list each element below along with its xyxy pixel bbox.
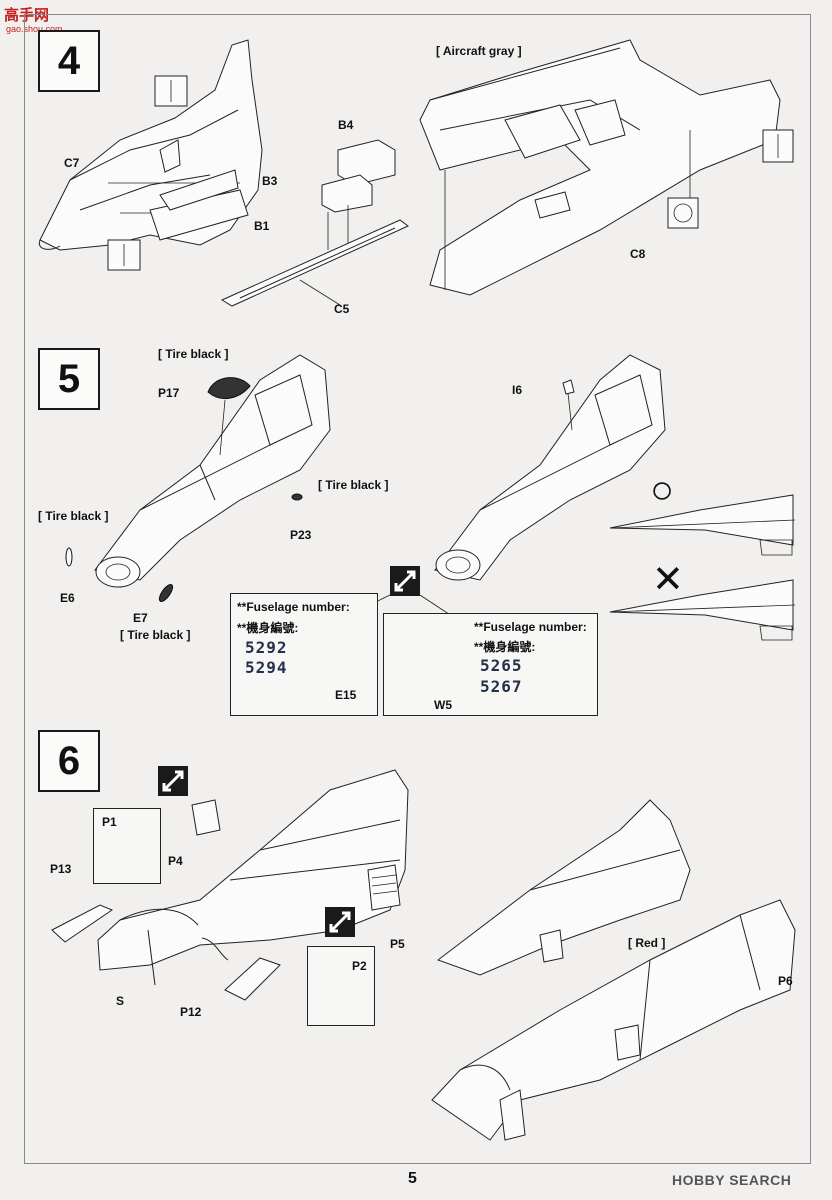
step5-nose-right bbox=[434, 354, 666, 581]
page-frame bbox=[24, 14, 811, 1164]
fuselage-number-title-cn: **機身編號: bbox=[237, 621, 299, 635]
fuselage-number: 5292 bbox=[245, 638, 288, 657]
label-p1: P1 bbox=[102, 815, 117, 829]
label-e15: E15 bbox=[335, 688, 357, 702]
label-p2: P2 bbox=[352, 959, 367, 973]
paint-note-tire-black: [ Tire black ] bbox=[120, 628, 191, 642]
fuselage-number-title: **Fuselage number: bbox=[474, 620, 587, 634]
paint-note-aircraft-gray: [ Aircraft gray ] bbox=[436, 44, 522, 58]
label-b4: B4 bbox=[338, 118, 354, 132]
label-c5: C5 bbox=[334, 302, 350, 316]
step-number-box: 5 bbox=[38, 348, 100, 410]
paint-note-tire-black: [ Tire black ] bbox=[38, 509, 109, 523]
label-p6: P6 bbox=[778, 974, 793, 988]
label-w5: W5 bbox=[434, 698, 452, 712]
fuselage-number: 5265 bbox=[480, 656, 523, 675]
label-p17: P17 bbox=[158, 386, 180, 400]
page-number: 5 bbox=[408, 1170, 417, 1187]
fuselage-number-title-cn: **機身編號: bbox=[474, 640, 536, 654]
label-p13: P13 bbox=[50, 862, 72, 876]
swap-arrow-icon bbox=[325, 907, 355, 937]
alternate-part-box-p1: P1 bbox=[93, 808, 161, 884]
label-s: S bbox=[116, 994, 125, 1008]
step4-fuselage-part bbox=[419, 39, 781, 296]
step6-rear-fuselage-right bbox=[431, 799, 796, 1141]
step-number-box: 6 bbox=[38, 730, 100, 792]
correct-mark: ○ bbox=[650, 468, 675, 512]
label-e6: E6 bbox=[60, 591, 75, 605]
step-number-box: 4 bbox=[38, 30, 100, 92]
step4-b4-c5-parts bbox=[220, 139, 409, 307]
watermark-brand: HOBBY SEARCH bbox=[672, 1172, 792, 1188]
incorrect-mark: ✕ bbox=[652, 559, 684, 601]
watermark-url: gao.shou.com bbox=[6, 24, 63, 34]
label-i6: I6 bbox=[512, 383, 523, 397]
watermark-logo-text: 高手网 bbox=[4, 7, 50, 24]
paint-note-tire-black: [ Tire black ] bbox=[318, 478, 389, 492]
step5-nose-left bbox=[65, 354, 331, 603]
label-b1: B1 bbox=[254, 219, 270, 233]
fuselage-number-title: **Fuselage number: bbox=[237, 600, 350, 614]
alternate-part-box-p2: P2 bbox=[307, 946, 375, 1026]
label-p4: P4 bbox=[168, 854, 183, 868]
label-c7: C7 bbox=[64, 156, 80, 170]
swap-arrow-icon bbox=[390, 566, 420, 596]
paint-note-tire-black: [ Tire black ] bbox=[158, 347, 229, 361]
probe-comparison bbox=[609, 494, 796, 641]
swap-arrow-icon bbox=[158, 766, 188, 796]
label-p5: P5 bbox=[390, 937, 405, 951]
label-p23: P23 bbox=[290, 528, 312, 542]
fuselage-number: 5267 bbox=[480, 677, 523, 696]
label-b3: B3 bbox=[262, 174, 278, 188]
paint-note-red: [ Red ] bbox=[628, 936, 666, 950]
fuselage-number-box-right: **Fuselage number: **機身編號: 5265 5267 W5 bbox=[383, 613, 598, 716]
label-e7: E7 bbox=[133, 611, 148, 625]
label-c8: C8 bbox=[630, 247, 646, 261]
detail-inset-4 bbox=[667, 197, 699, 229]
label-p12: P12 bbox=[180, 1005, 202, 1019]
fuselage-number: 5294 bbox=[245, 658, 288, 677]
fuselage-number-box-left: **Fuselage number: **機身編號: 5292 5294 E15 bbox=[230, 593, 378, 716]
